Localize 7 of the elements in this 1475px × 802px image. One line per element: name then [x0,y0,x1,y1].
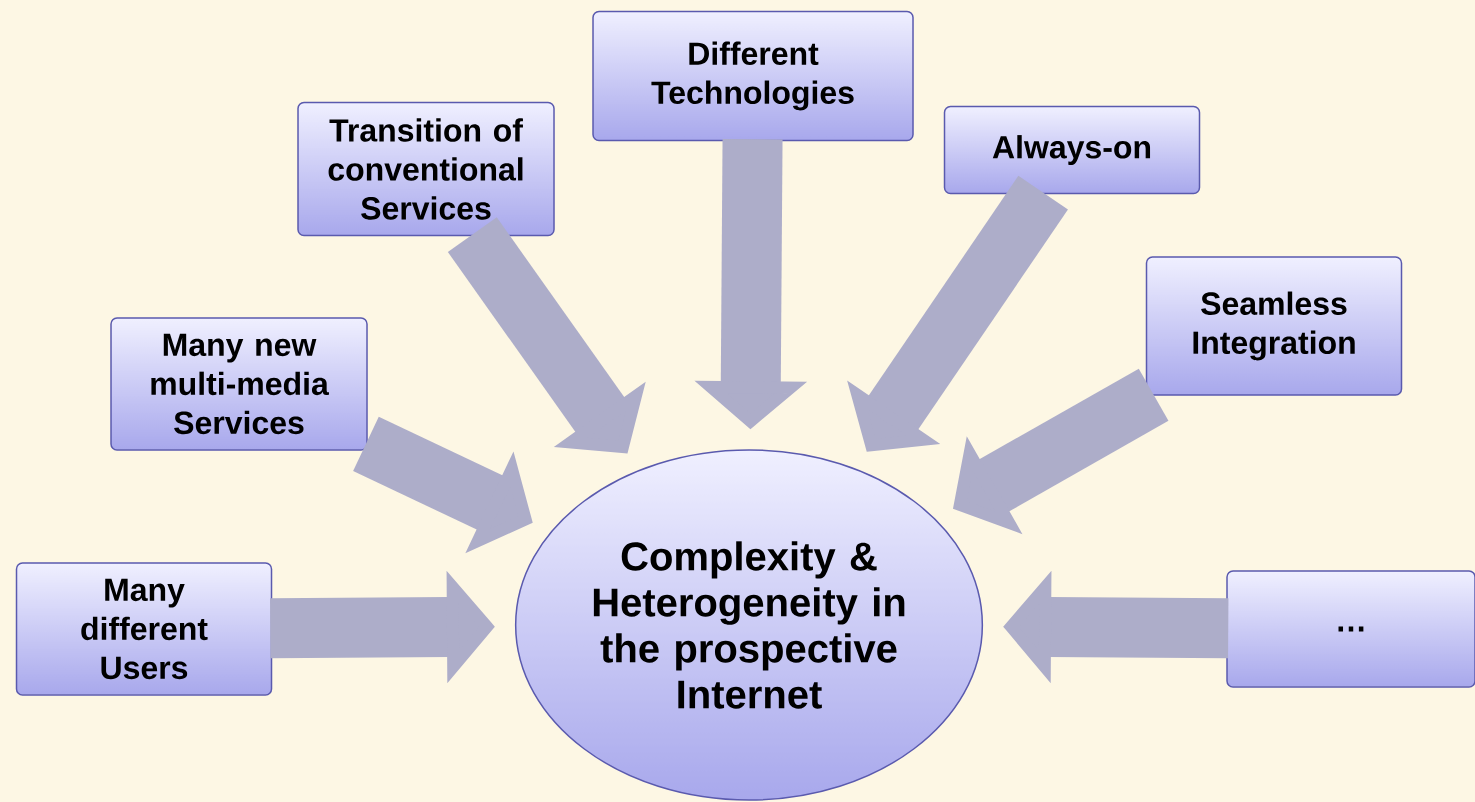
process-box: Many different Users [15,562,273,696]
process-box: Always-on [943,105,1201,195]
process-box: Different Technologies [592,10,914,142]
process-box: Many new multi-media Services [110,317,368,451]
process-box: Seamless Integration [1145,256,1403,396]
process-box: Transition of conventional Services [297,101,555,237]
process-box: … [1226,570,1475,688]
